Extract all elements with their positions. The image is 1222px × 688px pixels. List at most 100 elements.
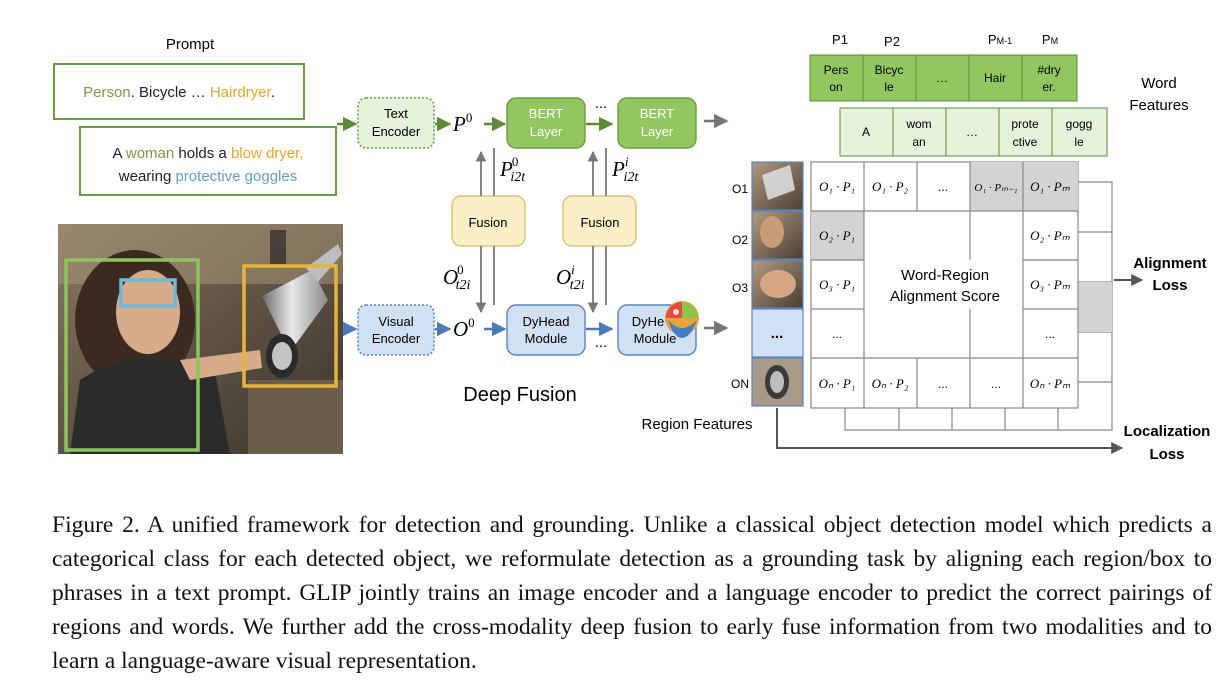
arrow-localization-loss [776,408,1124,454]
fusion-brain-icon [665,301,699,338]
dyhead-2-label-2: Module [634,331,677,346]
cell-row4-ellipsis-2: ... [1045,327,1055,341]
cell-o2-p1: O₂ · P₁ [819,228,855,243]
cell-o3-pm: O₃ · Pₘ [1030,277,1071,292]
cell-o1-pm: O₁ · Pₘ [1030,179,1071,194]
ellipsis-dyhead: ... [595,334,608,351]
p-label-2: P2 [884,34,900,49]
p-label-m-1: PM-1 [988,32,1012,47]
word-token-a: A [862,125,870,139]
fusion-block-1-label: Fusion [468,215,507,230]
cell-o1-p1: O₁ · P₁ [819,179,855,194]
text-encoder-label-1: Text [384,106,408,121]
word-token-person-2: on [829,80,842,94]
hairdryer-image [262,244,342,378]
text-encoder-label-2: Encoder [372,124,421,139]
phrase-protective-goggles: protective goggles [175,168,297,185]
bert-layer-2-label-1: BERT [640,106,674,121]
fusion-block-2 [562,195,637,247]
bert-layer-1-label-2: Layer [530,124,563,139]
cell-on-ellipsis-2: ... [991,377,1001,391]
region-label-o2: O2 [732,233,748,247]
prompt-sentence-line2: wearing protective goggles [118,168,297,185]
word-token-bicycle-2: le [884,80,894,94]
visual-encoder-box [357,304,435,356]
visual-encoder-label-1: Visual [378,314,413,329]
word-token-dryer-2: er. [1042,80,1055,94]
bbox-hairdryer [242,264,338,388]
word-features-row2: A wom an … prote ctive gogg le [839,107,1108,157]
prompt-box-sentence [79,126,337,196]
p-labels: P1 P2 PM-1 PM [832,32,1058,49]
bert-layer-1-label-1: BERT [529,106,563,121]
bert-layer-2-label-2: Layer [641,124,674,139]
word-token-woman-2: an [912,135,925,149]
cell-o3-p1: O₃ · P₁ [819,277,855,292]
word-token-dryer-1: #dry [1037,63,1060,77]
label-p0: P0 [452,110,472,136]
cell-row4-ellipsis-1: ... [832,327,842,341]
alignment-matrix: O₁ · P₁ O₁ · P₂ ... O₁ · Pₘ₋₁ O₁ · Pₘ O₂… [810,161,1113,431]
phrase-blow-dryer: blow dryer, [231,145,304,162]
word-token-protective-2: ctive [1013,135,1038,149]
word-token-goggle-2: le [1074,135,1084,149]
dyhead-module-1 [506,304,586,356]
text-encoder-box [357,97,435,149]
label-o0: O0 [453,315,475,341]
figure-caption: Figure 2. A unified framework for detect… [52,512,1212,674]
dyhead-1-label-1: DyHead [523,314,570,329]
visual-encoder-label-2: Encoder [372,331,421,346]
alignment-loss-label-2: Loss [1152,277,1187,294]
bert-layer-2 [617,97,697,149]
word-features-label-1: Word [1141,75,1177,92]
region-label-o1: O1 [732,182,748,196]
region-label-on: ON [731,377,749,391]
word-features-label-2: Features [1129,97,1188,114]
alignment-score-label-1: Word-Region [901,267,989,284]
p-label-m: PM [1042,32,1058,47]
word-token-ellipsis-2: … [966,125,978,139]
input-photo [58,224,343,454]
phrase-hairdryer: Hairdryer [210,84,272,101]
word-token-hair: Hair [984,71,1006,85]
cell-o1-p2: O₁ · P₂ [872,179,909,194]
phrase-person: Person [83,84,131,101]
fusion-block-1 [451,195,526,247]
bert-layer-1 [506,97,586,149]
region-labels: O1 O2 O3 ON [731,182,749,391]
fusion-block-2-label: Fusion [580,215,619,230]
cell-on-ellipsis-1: ... [938,377,948,391]
cell-o1-ellipsis: ... [938,180,948,194]
bbox-woman [64,258,200,452]
cell-on-p2: Oₙ · P₂ [872,376,909,391]
phrase-woman: woman [125,145,174,162]
localization-loss-label-2: Loss [1149,446,1184,463]
word-token-protective-1: prote [1011,117,1039,131]
alignment-loss-label-1: Alignment [1133,255,1206,272]
word-token-person-1: Pers [824,63,849,77]
word-token-ellipsis-1: … [936,71,948,85]
region-features-label: Region Features [642,416,753,433]
word-token-bicycle-1: Bicyc [875,63,904,77]
deep-fusion-label: Deep Fusion [463,384,576,406]
word-token-woman-1: wom [905,117,931,131]
ellipsis-bert: ... [595,95,608,112]
dyhead-1-label-2: Module [525,331,568,346]
word-token-goggle-1: gogg [1066,117,1093,131]
alignment-score-label-2: Alignment Score [890,288,1000,305]
cell-o2-pm: O₂ · Pₘ [1030,228,1071,243]
prompt-sentence-line1: A woman holds a blow dryer, [113,145,304,162]
region-thumbnails: ... [751,161,804,407]
cell-on-pm: Oₙ · Pₘ [1030,376,1071,391]
word-features-row1: Pers on Bicyc le … Hair #dry er. [809,54,1078,102]
region-label-o3: O3 [732,281,748,295]
localization-loss-label-1: Localization [1124,423,1211,440]
glip-framework-figure: Prompt Person. Bicycle … Hairdryer. A wo… [53,32,1211,463]
bbox-goggles [119,278,177,308]
prompt-categories-text: Person. Bicycle … Hairdryer. [83,84,275,101]
prompt-title: Prompt [166,36,215,53]
